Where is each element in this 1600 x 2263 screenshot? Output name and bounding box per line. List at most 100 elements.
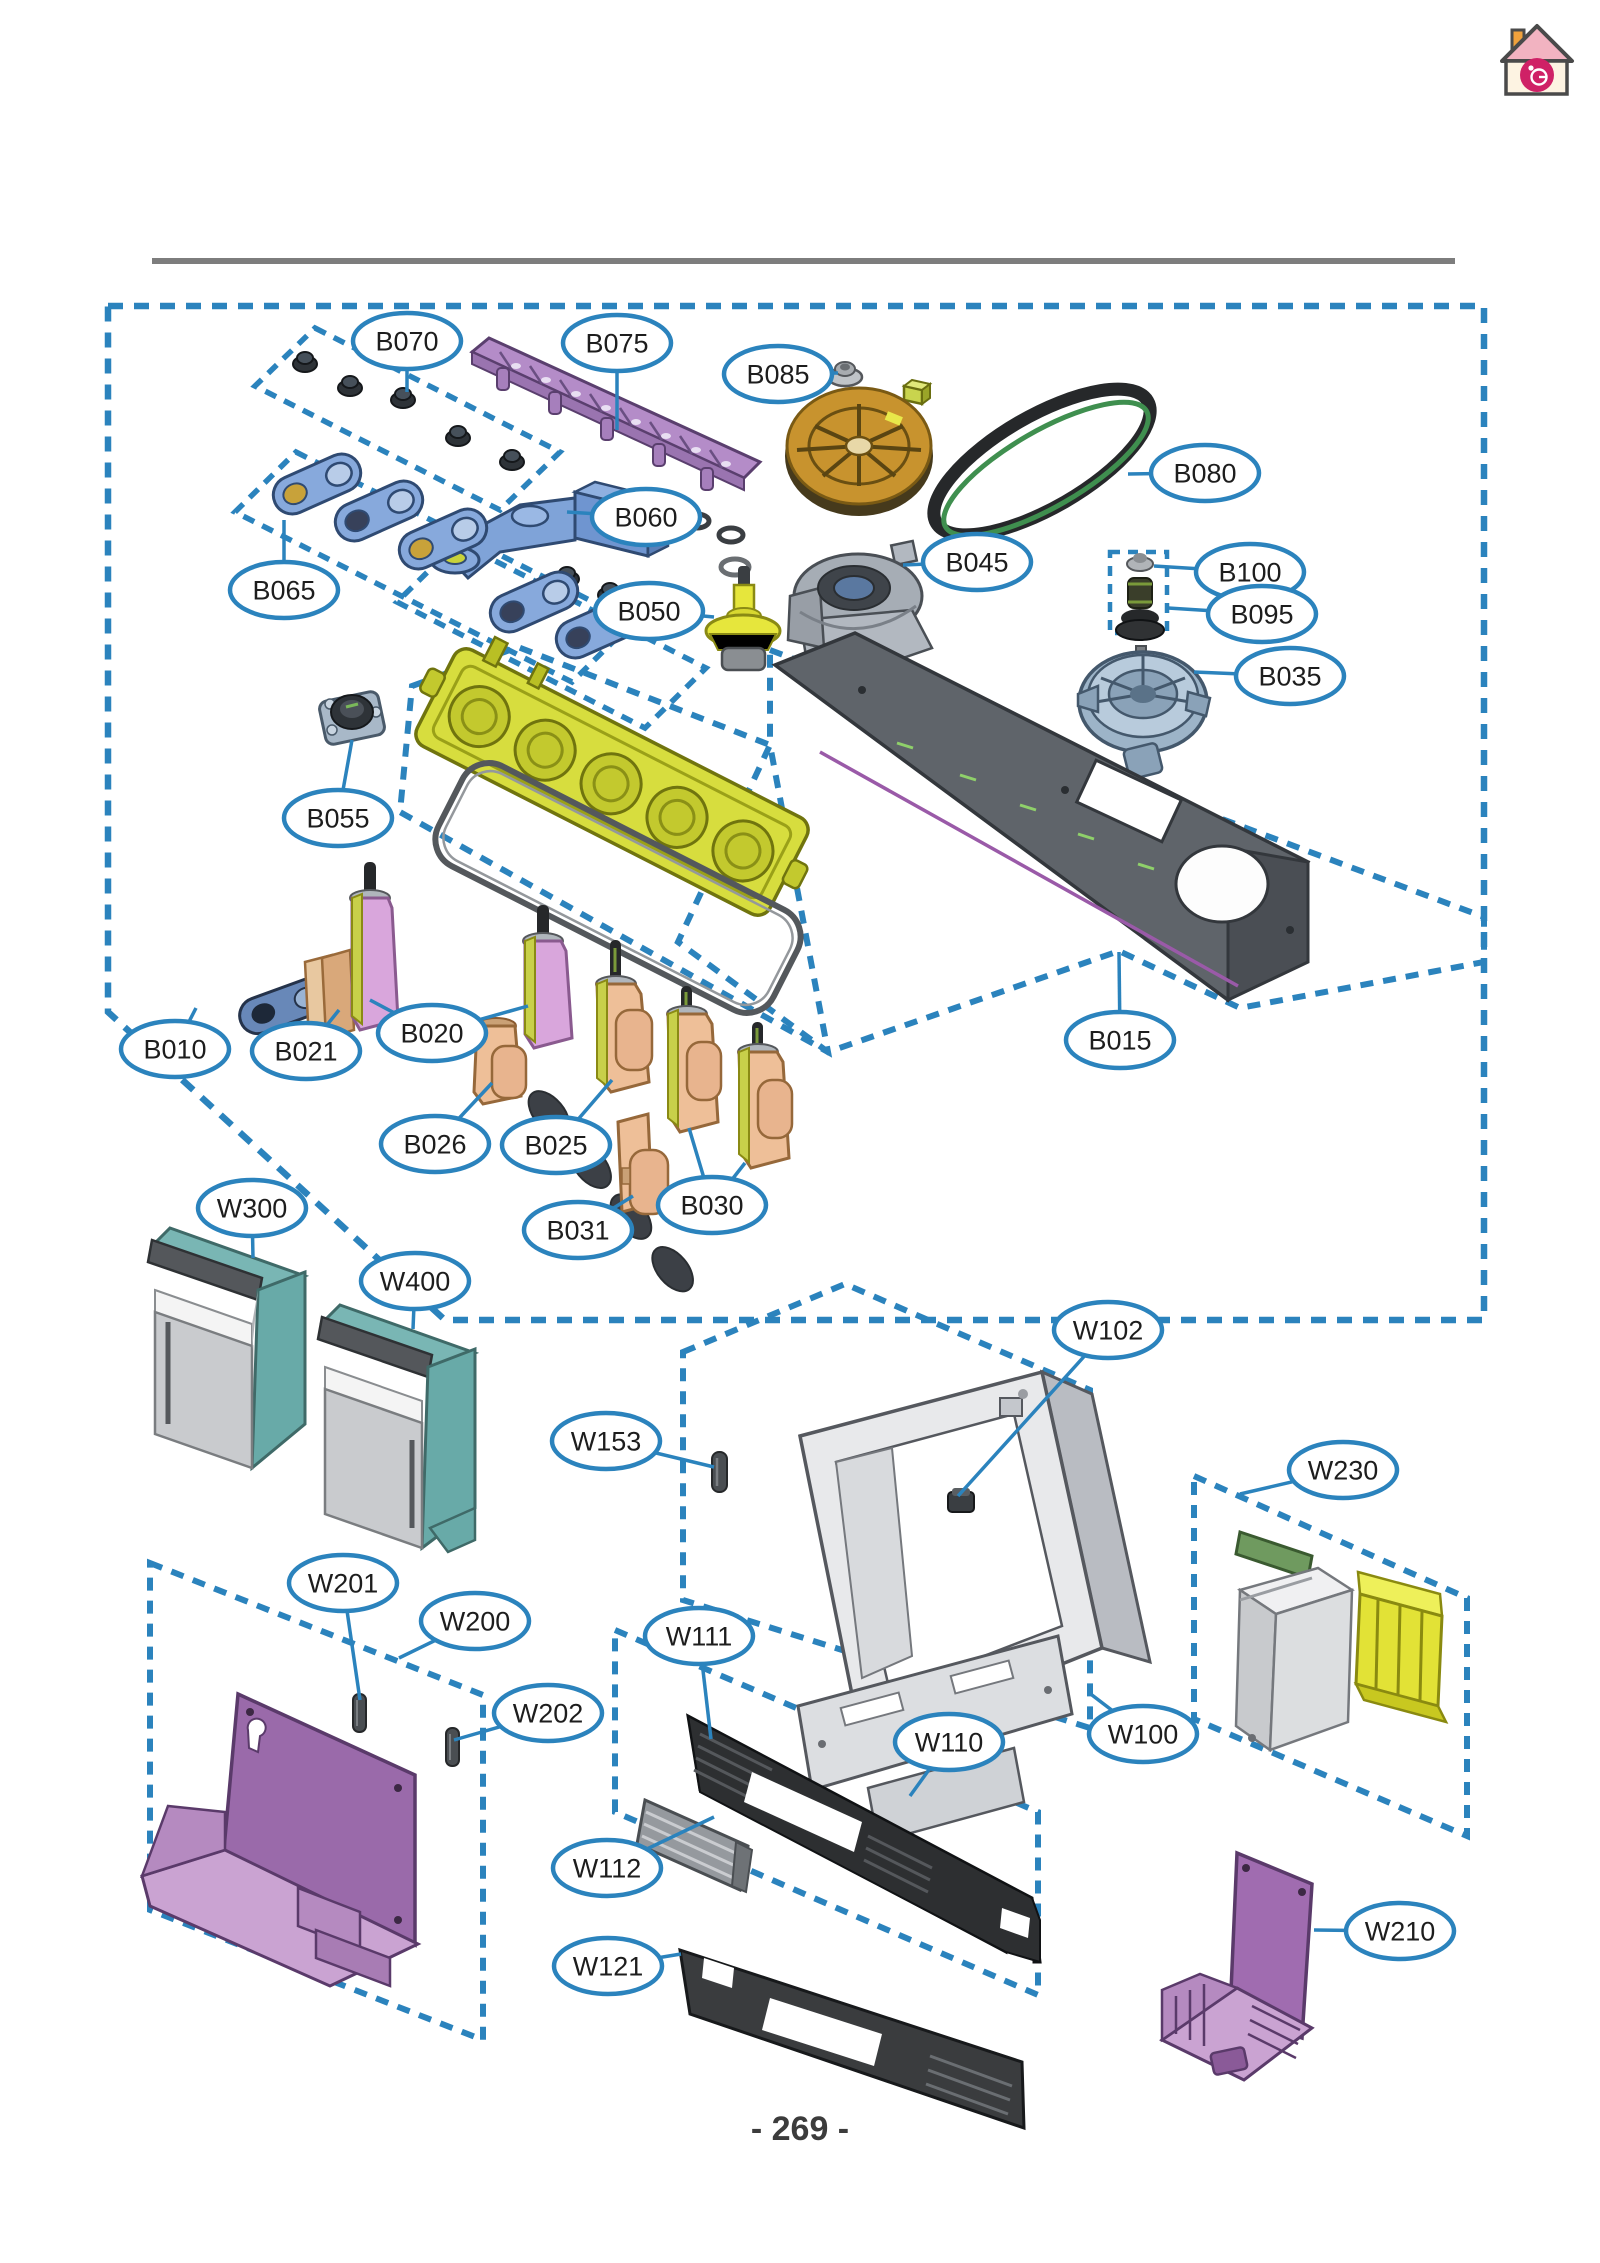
- region-w100: [680, 1280, 1093, 1733]
- part-grille-w112: [635, 1797, 754, 1894]
- callout-label-W100: W100: [1108, 1720, 1179, 1750]
- part-frame-w100: [796, 1369, 1152, 1844]
- part-panel-w200: [139, 1691, 422, 1988]
- part-tank-w400: [316, 1303, 480, 1554]
- callout-B031: B031: [521, 1194, 635, 1261]
- callout-W102: W102: [956, 1299, 1165, 1498]
- callout-label-W102: W102: [1073, 1316, 1144, 1346]
- callout-W112: W112: [550, 1815, 715, 1899]
- callout-W400: W400: [358, 1250, 472, 1330]
- callout-W110: W110: [892, 1711, 1006, 1798]
- callout-label-W153: W153: [571, 1427, 642, 1457]
- callout-label-B030: B030: [680, 1191, 743, 1221]
- part-flange-b055: [318, 690, 386, 746]
- callout-label-W111: W111: [666, 1622, 733, 1652]
- callout-label-B025: B025: [524, 1131, 587, 1161]
- callout-B075: B075: [560, 312, 674, 430]
- callout-B035: B035: [1193, 645, 1347, 707]
- callout-B055: B055: [281, 739, 395, 849]
- part-bracket-b015: [484, 631, 1311, 1293]
- callout-B021: B021: [249, 1008, 363, 1082]
- part-pulley: [785, 386, 933, 516]
- callout-W153: W153: [549, 1410, 715, 1472]
- callout-W100: W100: [1086, 1690, 1200, 1765]
- part-belt-b080: [927, 382, 1157, 542]
- part-spindle-b050: [704, 566, 782, 672]
- callout-W200: W200: [398, 1590, 532, 1660]
- part-panel-w121: [678, 1947, 1026, 2131]
- callout-label-B095: B095: [1230, 600, 1293, 630]
- region-b-outer: [104, 302, 1488, 1324]
- part-motor-b035: [1076, 645, 1212, 780]
- part-cap-nuts-b070: [292, 351, 623, 604]
- part-bushing-stack: [1115, 553, 1165, 641]
- callout-B050: B050: [592, 580, 715, 642]
- callout-label-W200: W200: [440, 1607, 511, 1637]
- callout-label-B085: B085: [746, 360, 809, 390]
- callout-label-B070: B070: [375, 327, 438, 357]
- callout-W230: W230: [1239, 1439, 1400, 1501]
- part-dispenser-w230: [1234, 1530, 1449, 1753]
- callout-B065: B065: [227, 520, 341, 621]
- callout-W210: W210: [1313, 1900, 1457, 1962]
- part-manifold: [414, 635, 810, 917]
- region-w230: [1191, 1471, 1470, 1841]
- callout-W202: W202: [453, 1682, 605, 1744]
- part-pumps-injectors: [303, 862, 794, 1216]
- callout-B095: B095: [1167, 583, 1319, 645]
- callout-label-W121: W121: [573, 1952, 644, 1982]
- callout-W201: W201: [286, 1552, 400, 1701]
- region-w200: [147, 1558, 486, 2045]
- callout-label-B035: B035: [1258, 662, 1321, 692]
- callout-label-B055: B055: [306, 804, 369, 834]
- lg-house-icon: [1500, 24, 1574, 96]
- callout-label-B021: B021: [274, 1037, 337, 1067]
- callout-label-B075: B075: [585, 329, 648, 359]
- callout-B070: B070: [350, 310, 464, 392]
- callout-B045: B045: [902, 531, 1034, 593]
- callout-label-W110: W110: [915, 1728, 984, 1758]
- callout-B085: B085: [721, 343, 839, 405]
- callout-label-B050: B050: [617, 597, 680, 627]
- callout-label-W400: W400: [380, 1267, 451, 1297]
- callout-label-B010: B010: [143, 1035, 206, 1065]
- divider-rule: [152, 258, 1455, 264]
- callout-label-B045: B045: [945, 548, 1008, 578]
- callout-B030: B030: [655, 1127, 769, 1236]
- part-pin-w153: [711, 1451, 728, 1493]
- region-b065-lower: [392, 538, 711, 732]
- part-peg-w202: [445, 1727, 460, 1767]
- region-b070: [250, 324, 565, 514]
- region-b065-upper: [230, 448, 638, 686]
- callout-W111: W111: [642, 1605, 756, 1740]
- callout-W300: W300: [195, 1177, 309, 1259]
- callout-B060: B060: [566, 486, 703, 548]
- callout-label-W210: W210: [1365, 1917, 1436, 1947]
- callout-label-B060: B060: [614, 503, 677, 533]
- part-tank-w300: [146, 1226, 310, 1472]
- callout-label-B065: B065: [252, 576, 315, 606]
- callout-label-W202: W202: [513, 1699, 584, 1729]
- callout-label-W300: W300: [217, 1194, 288, 1224]
- page-number: - 269 -: [751, 2110, 849, 2148]
- callout-label-B031: B031: [546, 1216, 609, 1246]
- callout-W121: W121: [551, 1935, 682, 1997]
- callout-label-W201: W201: [308, 1569, 379, 1599]
- callout-label-B100: B100: [1218, 558, 1281, 588]
- callout-B026: B026: [378, 1081, 494, 1175]
- part-links-b065: [238, 452, 646, 1036]
- callout-B010: B010: [118, 1007, 232, 1080]
- callout-B025: B025: [499, 1078, 614, 1176]
- callout-label-W230: W230: [1308, 1456, 1379, 1486]
- callout-label-B080: B080: [1173, 459, 1236, 489]
- callout-label-B026: B026: [403, 1130, 466, 1160]
- callout-label-B020: B020: [400, 1019, 463, 1049]
- callout-B015: B015: [1063, 951, 1177, 1071]
- callout-label-B015: B015: [1088, 1026, 1151, 1056]
- callout-B080: B080: [1127, 442, 1262, 504]
- part-square-nut: [901, 378, 933, 406]
- part-bracket-w210: [1159, 1850, 1315, 2082]
- callout-label-W112: W112: [573, 1854, 642, 1884]
- part-gasket: [432, 760, 804, 1016]
